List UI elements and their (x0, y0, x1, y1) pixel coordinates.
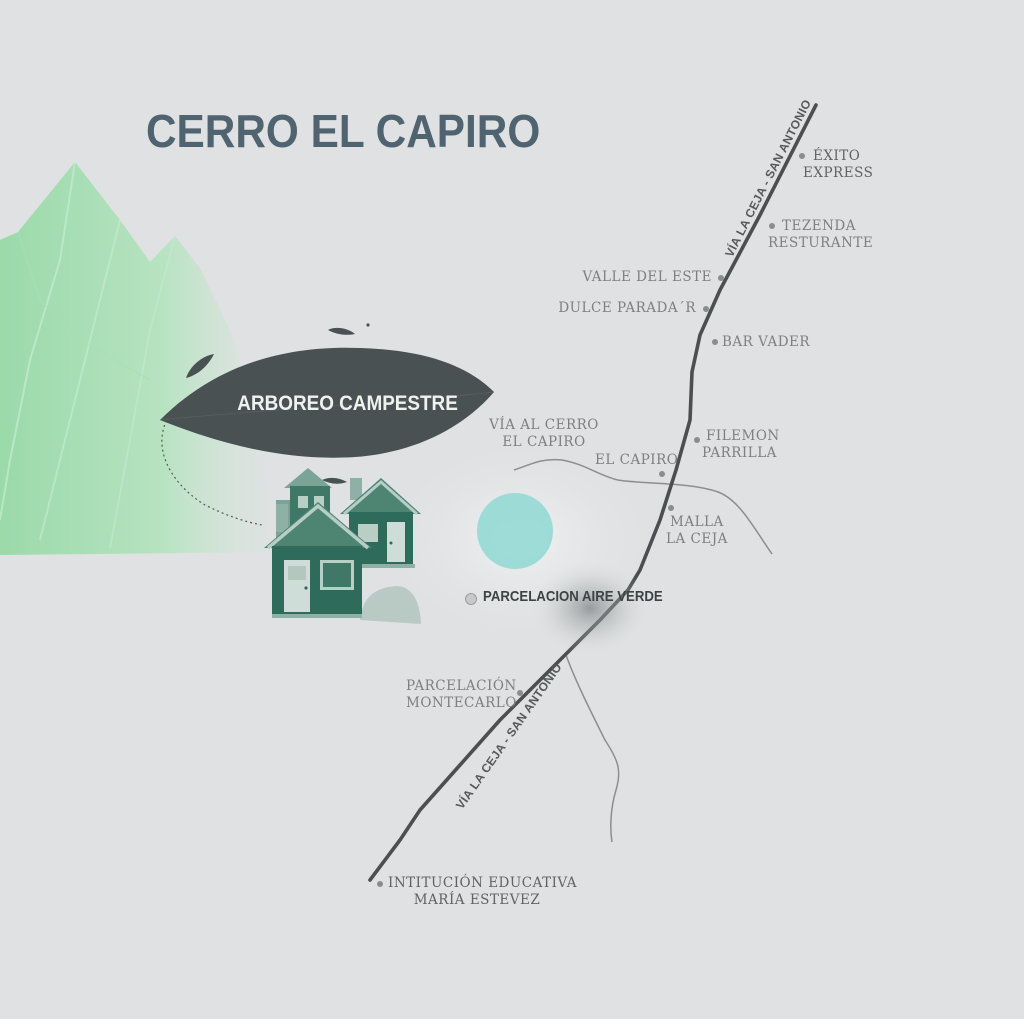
poi-montecarlo-line1: PARCELACIÓN (406, 678, 517, 694)
map-title: CERRO EL CAPIRO (146, 105, 541, 157)
leaf-shape[interactable] (159, 347, 495, 458)
secondary-roads (513, 458, 773, 843)
small-leaves-icon (186, 323, 370, 484)
poi-tezenda-line2: RESTURANTE (768, 235, 874, 251)
poi-malla-line2: LA CEJA (666, 531, 728, 547)
mountain-illustration (0, 161, 270, 555)
houses-illustration (264, 468, 421, 624)
poi-exito-line1: ÉXITO (813, 148, 861, 164)
poi-filemon-line1: FILEMON (706, 428, 780, 444)
poi-montecarlo[interactable]: PARCELACIÓN MONTECARLO (406, 678, 517, 712)
poi-dulce-parada[interactable]: DULCE PARADA´R (558, 300, 696, 316)
poi-filemon-line2: PARRILLA (702, 445, 777, 461)
marker-dot[interactable] (465, 593, 477, 605)
poi-exito[interactable]: ÉXITO EXPRESS (803, 148, 873, 182)
road-smudge (530, 560, 650, 656)
featured-property-label[interactable]: ARBOREO CAMPESTRE (237, 392, 458, 415)
poi-filemon[interactable]: FILEMON PARRILLA (702, 428, 780, 462)
poi-via-al-cerro-line2: EL CAPIRO (502, 434, 586, 450)
poi-intitucion-line2: MARÍA ESTEVEZ (413, 892, 541, 908)
water-circle-marker[interactable] (477, 493, 553, 569)
poi-malla-line1: MALLA (670, 514, 724, 530)
poi-exito-line2: EXPRESS (803, 165, 874, 181)
poi-tezenda-line1: TEZENDA (782, 218, 856, 234)
poi-tezenda[interactable]: TEZENDA RESTURANTE (768, 218, 873, 252)
poi-malla[interactable]: MALLA LA CEJA (666, 514, 728, 548)
poi-montecarlo-line2: MONTECARLO (406, 695, 517, 711)
dashed-trail (161, 411, 263, 526)
poi-el-capiro[interactable]: EL CAPIRO (595, 452, 679, 468)
poi-intitucion-line1: INTITUCIÓN EDUCATIVA (388, 875, 578, 891)
poi-via-al-cerro-line1: VÍA AL CERRO (489, 417, 599, 433)
poi-via-al-cerro[interactable]: VÍA AL CERRO EL CAPIRO (488, 417, 600, 451)
parcelacion-aire-verde-label[interactable]: PARCELACION AIRE VERDE (483, 588, 663, 605)
poi-valle-del-este[interactable]: VALLE DEL ESTE (582, 269, 712, 285)
poi-dots (377, 153, 805, 887)
poi-bar-vader[interactable]: BAR VADER (722, 334, 811, 350)
poi-intitucion[interactable]: INTITUCIÓN EDUCATIVA MARÍA ESTEVEZ (388, 875, 578, 909)
